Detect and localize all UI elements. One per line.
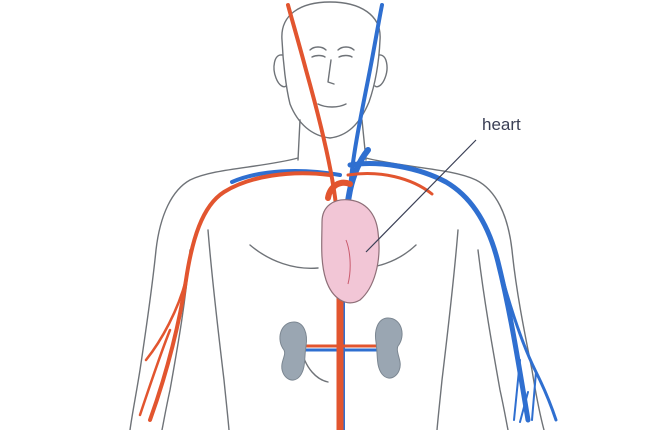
left-forearm-arteries — [140, 280, 186, 415]
head-outline — [282, 2, 380, 138]
neck-left-outline — [298, 120, 300, 160]
heart — [322, 183, 379, 303]
left-kidney — [280, 322, 307, 380]
right-kidney — [376, 318, 403, 378]
heart-pointer-line — [366, 140, 476, 252]
right-subclavian-artery — [348, 174, 432, 194]
left-torso-side — [208, 230, 229, 430]
face-features — [310, 47, 354, 107]
left-pec-line — [250, 245, 318, 268]
heart-shape — [322, 200, 379, 303]
left-arm-artery — [150, 173, 330, 420]
right-arm-vein — [350, 164, 528, 420]
heart-label: heart — [482, 115, 521, 134]
right-torso-side — [437, 230, 458, 430]
